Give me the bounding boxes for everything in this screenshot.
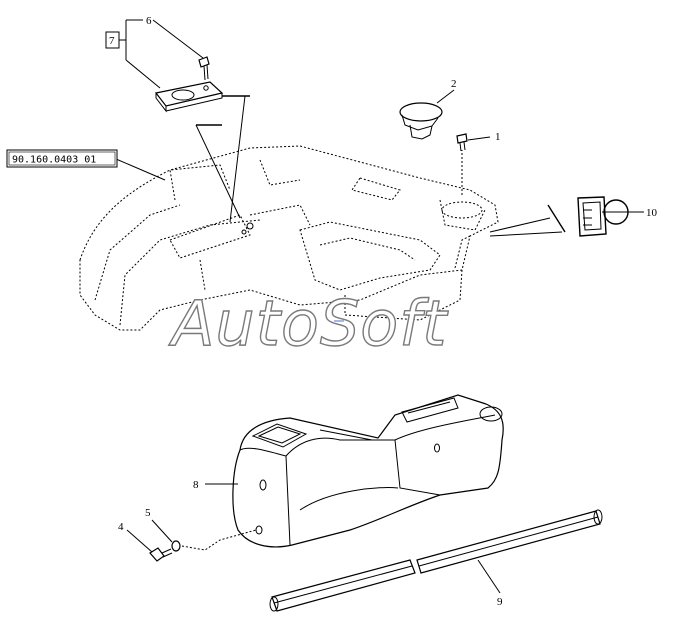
callout-7: 7 (109, 35, 115, 47)
part-9-trim-strips (269, 509, 603, 612)
callout-9: 9 (497, 596, 503, 608)
part-7-plate (154, 81, 224, 113)
part-8-console (232, 394, 504, 548)
reference-label-box: 90.160.0403 01 (6, 149, 118, 168)
callout-2: 2 (451, 78, 457, 90)
callout-5: 5 (145, 507, 151, 519)
callout-10: 10 (646, 207, 658, 219)
parts-4-5-fasteners (126, 519, 257, 562)
callout-6: 6 (146, 15, 152, 27)
watermark: AutoSoft (168, 287, 449, 360)
upper-leaders (115, 95, 566, 237)
part-6-screw (198, 56, 210, 81)
reference-label: 90.160.0403 01 (12, 155, 96, 166)
part-2-cap (399, 89, 455, 140)
part-10-edge-trim (577, 196, 644, 237)
callout-1: 1 (495, 131, 501, 143)
phantom-console-frame (79, 145, 499, 331)
callout-8: 8 (193, 479, 199, 491)
part-1-screw (456, 133, 491, 152)
part-6-7-leaders (105, 19, 204, 89)
callout-4: 4 (118, 521, 124, 533)
